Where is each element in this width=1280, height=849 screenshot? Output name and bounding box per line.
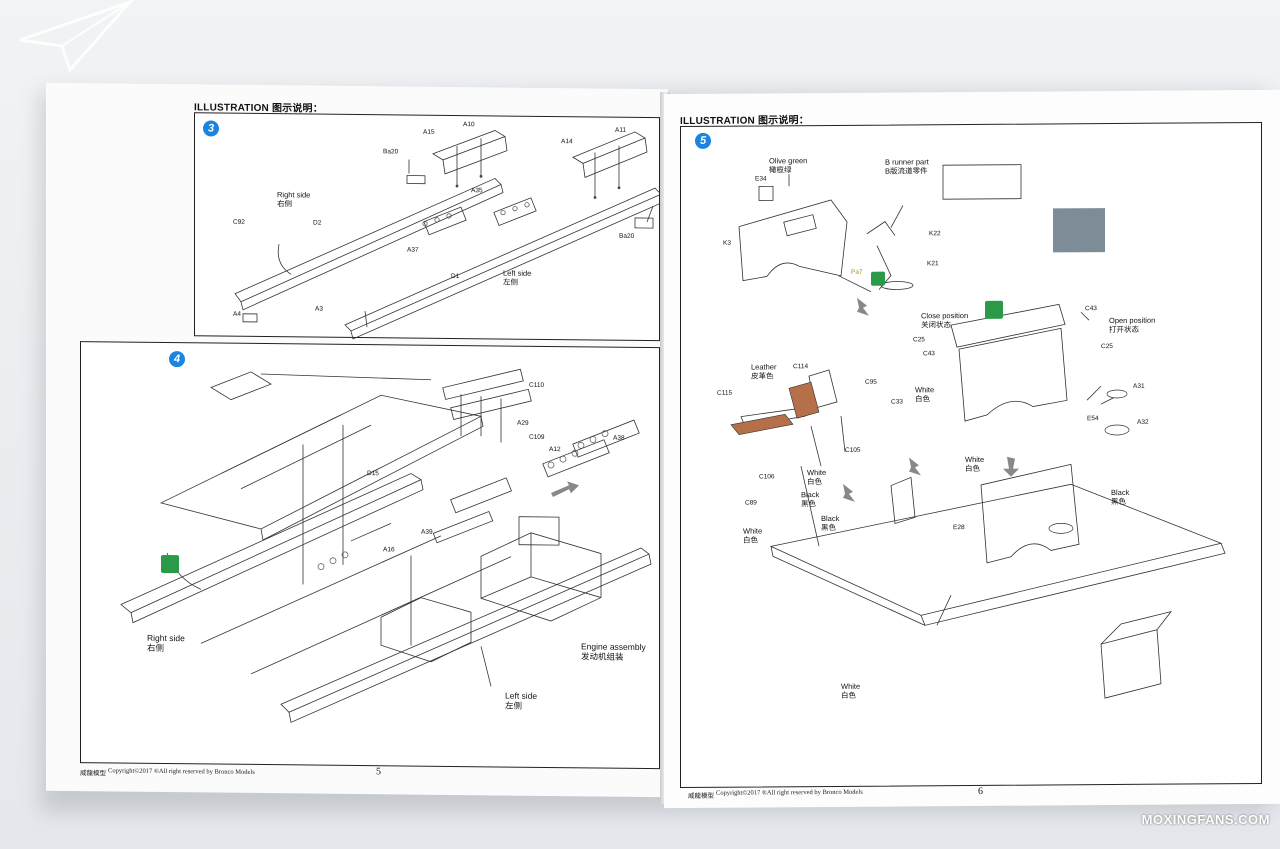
- label-a11: A11: [615, 126, 627, 134]
- step5-drawing: [730, 164, 1226, 699]
- label-right-side-step4-cn: 右侧: [147, 642, 165, 653]
- label-pa7: Pa7: [851, 268, 863, 276]
- green-marker-step4: [161, 554, 179, 574]
- label-white-4-cn: 白色: [743, 535, 758, 545]
- label-open-position-cn: 打开状态: [1109, 324, 1139, 335]
- right-page-number: 6: [978, 785, 983, 797]
- left-footer-brand: 威龍模型: [80, 770, 106, 778]
- label-white-3-cn: 白色: [965, 463, 980, 474]
- green-marker-k21: [871, 271, 885, 286]
- label-engine-assembly-cn: 发动机组装: [581, 651, 624, 662]
- label-white-5: White: [841, 681, 861, 691]
- label-right-side-cn: 右侧: [277, 199, 292, 209]
- label-olive-green-cn: 橄榄绿: [769, 165, 792, 175]
- label-a37: A37: [407, 246, 419, 254]
- label-b-runner: B runner part: [885, 157, 929, 167]
- label-leather: Leather: [751, 362, 777, 372]
- label-e34: E34: [755, 175, 767, 183]
- label-white-5-cn: 白色: [841, 690, 856, 700]
- label-c89: C89: [745, 499, 757, 507]
- label-k3: K3: [723, 239, 731, 247]
- step4-panel: 4: [80, 341, 660, 770]
- label-k22: K22: [929, 230, 941, 238]
- right-footer-brand: 威龍模型: [688, 792, 714, 800]
- label-a14: A14: [561, 138, 573, 146]
- label-a4: A4: [233, 310, 241, 318]
- label-a39: A39: [421, 528, 433, 536]
- label-e28: E28: [953, 524, 965, 532]
- step5-panel: 5: [680, 121, 1262, 789]
- label-olive-green: Olive green: [769, 156, 808, 166]
- label-c115: C115: [717, 389, 733, 397]
- label-b-runner-cn: B版流道零件: [885, 166, 928, 176]
- label-a3: A3: [315, 305, 323, 313]
- label-white-3: White: [965, 454, 985, 465]
- label-a10: A10: [463, 121, 475, 129]
- label-white-1: White: [915, 385, 935, 395]
- watermark-text: MOXINGFANS.COM: [1141, 812, 1270, 827]
- label-c109: C109: [529, 433, 545, 441]
- label-c25-right: C25: [1101, 343, 1113, 351]
- step3-drawing: [234, 130, 664, 340]
- label-left-side-step4-cn: 左侧: [505, 700, 523, 711]
- label-right-side: Right side: [277, 190, 311, 200]
- right-footer-copyright: Copyright©2017 ®All right reserved by Br…: [716, 788, 863, 797]
- label-c105: C105: [845, 446, 861, 454]
- label-c92: C92: [233, 218, 245, 226]
- label-leather-cn: 皮革色: [751, 371, 774, 381]
- label-c43-top: C43: [1085, 305, 1097, 313]
- label-d2: D2: [313, 219, 322, 227]
- step4-drawing: [120, 368, 652, 723]
- label-black-2: Black: [821, 513, 840, 524]
- label-right-side-step4: Right side: [147, 632, 185, 644]
- label-black-1: Black: [801, 490, 820, 500]
- label-black-3-cn: 黑色: [1111, 496, 1126, 507]
- label-c43-left: C43: [923, 350, 935, 358]
- label-a15: A15: [423, 128, 435, 136]
- label-black-2-cn: 黑色: [821, 522, 836, 533]
- label-ba20-top: Ba20: [383, 148, 399, 156]
- label-close-position-cn: 关闭状态: [921, 320, 951, 330]
- step3-panel: 3: [194, 112, 664, 342]
- label-a31: A31: [1133, 382, 1145, 390]
- label-black-3: Black: [1111, 487, 1130, 498]
- label-close-position: Close position: [921, 311, 969, 321]
- label-white-2: White: [807, 468, 827, 478]
- label-a16: A16: [383, 546, 395, 554]
- label-a32: A32: [1137, 418, 1149, 426]
- label-c114: C114: [793, 363, 809, 371]
- label-engine-assembly: Engine assembly: [581, 641, 646, 653]
- label-white-4: White: [743, 526, 763, 536]
- green-marker-step5: [985, 300, 1003, 319]
- label-white-1-cn: 白色: [915, 394, 930, 404]
- right-page: ILLUSTRATION 图示说明： 5: [664, 89, 1280, 809]
- label-open-position: Open position: [1109, 315, 1156, 326]
- label-a38: A38: [613, 434, 625, 442]
- left-footer-copyright: Copyright©2017 ®All right reserved by Br…: [108, 767, 255, 776]
- left-page: ILLUSTRATION 图示说明： 3: [46, 82, 668, 798]
- label-a29: A29: [517, 419, 529, 427]
- label-e54: E54: [1087, 415, 1099, 423]
- label-c106: C106: [759, 473, 775, 481]
- label-d1: D1: [451, 272, 460, 281]
- label-left-side-step4: Left side: [505, 690, 538, 701]
- label-black-1-cn: 黑色: [801, 499, 816, 509]
- left-page-number: 5: [376, 766, 381, 778]
- paper-plane-watermark-icon: [19, 0, 134, 73]
- label-k21: K21: [927, 260, 939, 268]
- label-d15: D15: [367, 470, 379, 478]
- label-a12: A12: [549, 446, 561, 454]
- label-left-side: Left side: [503, 268, 532, 278]
- label-a35: A35: [471, 187, 483, 195]
- label-left-side-cn: 左侧: [503, 277, 518, 287]
- label-c33: C33: [891, 398, 903, 406]
- label-c95: C95: [865, 378, 877, 386]
- label-ba20-right: Ba20: [619, 232, 635, 240]
- label-c110: C110: [529, 381, 545, 389]
- label-white-2-cn: 白色: [807, 477, 822, 487]
- label-c25-left: C25: [913, 336, 925, 344]
